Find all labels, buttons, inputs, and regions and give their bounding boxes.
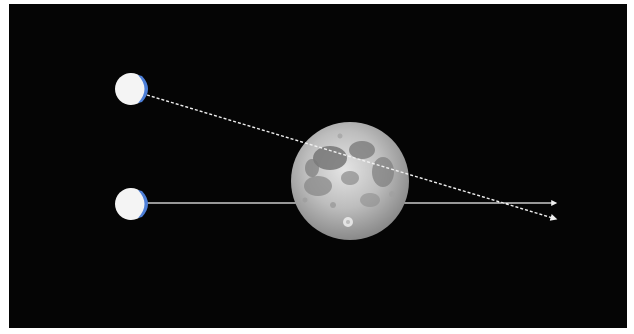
lower-observer-eye-icon [115,188,148,220]
moon-icon [291,122,409,240]
upper-observer-eye-icon [115,73,148,105]
